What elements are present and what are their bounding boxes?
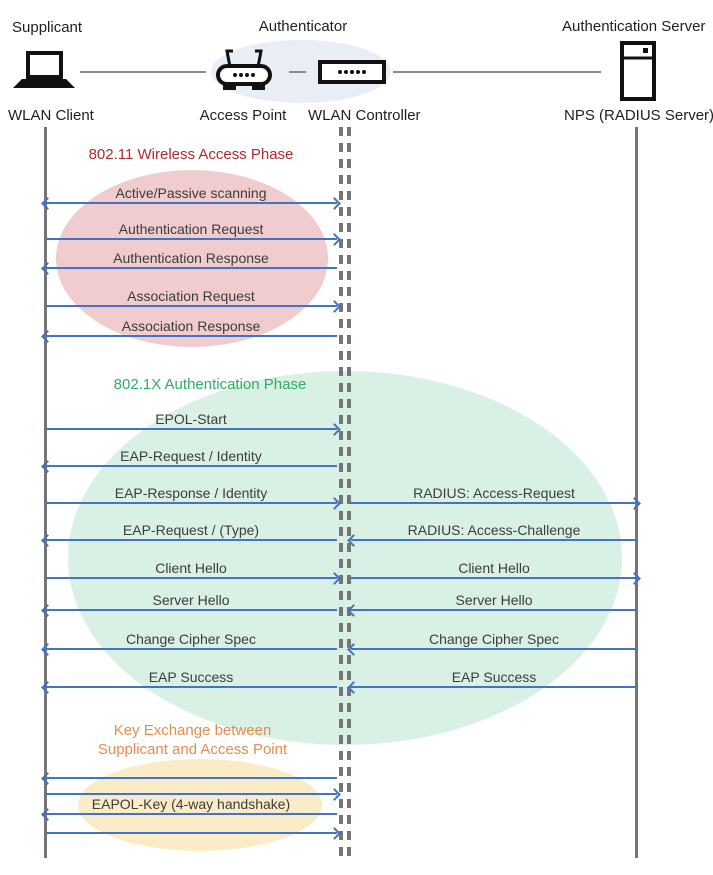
message: EAP-Response / Identity [45, 485, 337, 504]
message-label: Client Hello [458, 560, 530, 576]
message-label: EAP-Request / Identity [120, 448, 262, 464]
message: Server Hello [45, 592, 337, 611]
message-line [351, 577, 637, 579]
message-label: Server Hello [455, 592, 533, 608]
message: Authentication Response [45, 250, 337, 269]
message: RADIUS: Access-Request [351, 485, 637, 504]
wlan-client-label: WLAN Client [8, 107, 94, 124]
message-line [45, 238, 337, 240]
message-label: RADIUS: Access-Challenge [407, 522, 581, 538]
phase-ellipse-key-exchange [78, 759, 322, 851]
wlan-controller-icon [318, 60, 386, 89]
message-label: EPOL-Start [155, 411, 227, 427]
message-line [45, 577, 337, 579]
message-label: Authentication Request [118, 221, 264, 237]
message: Authentication Request [45, 221, 337, 240]
message-label: EAP Success [148, 669, 234, 685]
message: Association Response [45, 318, 337, 337]
message-label: Active/Passive scanning [115, 185, 267, 201]
message-line [351, 609, 637, 611]
message-line [45, 335, 337, 337]
wlan-controller-label: WLAN Controller [308, 107, 421, 124]
message: EAPOL-Key (4-way handshake) [45, 796, 337, 815]
phase-title-key-line2: Supplicant and Access Point [97, 741, 288, 758]
lifeline-controller-dash-1 [339, 127, 343, 858]
message: Server Hello [351, 592, 637, 611]
auth-server-role-label: Authentication Server [562, 18, 706, 35]
message: EAP-Request / Identity [45, 448, 337, 467]
message: RADIUS: Access-Challenge [351, 522, 637, 541]
message-label: Server Hello [152, 592, 230, 608]
phase-title-key-line1: Key Exchange between [113, 722, 272, 739]
message-line [45, 777, 337, 779]
link-ap-controller [289, 71, 306, 73]
message: EAP-Request / (Type) [45, 522, 337, 541]
message-line [45, 813, 337, 815]
nps-server-label: NPS (RADIUS Server) [564, 107, 713, 124]
message-label: RADIUS: Access-Request [413, 485, 575, 501]
phase-title-8021x: 802.1X Authentication Phase [113, 376, 307, 393]
message-line [351, 539, 637, 541]
link-controller-server [393, 71, 601, 73]
phase-title-key-exchange: Key Exchange between Supplicant and Acce… [60, 721, 325, 759]
message-line [45, 502, 337, 504]
message: EAP Success [45, 669, 337, 688]
lifeline-client [44, 127, 47, 858]
message: Client Hello [351, 560, 637, 579]
message-label: EAP-Request / (Type) [122, 522, 260, 538]
lifeline-server [635, 127, 638, 858]
link-client-ap [80, 71, 206, 73]
message-label: Association Request [127, 288, 255, 304]
message-line [45, 202, 337, 204]
message-line [45, 686, 337, 688]
message-label: EAP Success [451, 669, 537, 685]
message-label: Client Hello [155, 560, 227, 576]
server-icon [620, 41, 656, 106]
message [45, 777, 337, 779]
message: Active/Passive scanning [45, 185, 337, 204]
message-line [45, 267, 337, 269]
message: Client Hello [45, 560, 337, 579]
phase-ellipse-8021x [68, 371, 622, 745]
message: EPOL-Start [45, 411, 337, 430]
message-line [45, 465, 337, 467]
message: EAP Success [351, 669, 637, 688]
message-label: EAP-Response / Identity [114, 485, 268, 501]
message: Change Cipher Spec [351, 631, 637, 650]
phase-title-80211: 802.11 Wireless Access Phase [88, 146, 294, 163]
supplicant-role-label: Supplicant [12, 19, 83, 36]
message-line [45, 648, 337, 650]
message-line [45, 609, 337, 611]
message-label: Association Response [121, 318, 261, 334]
message: Association Request [45, 288, 337, 307]
message-line [45, 832, 337, 834]
message-line [351, 502, 637, 504]
authenticator-role-label: Authenticator [258, 18, 348, 35]
message-line [351, 648, 637, 650]
lifeline-controller-dash-2 [347, 127, 351, 858]
message-label: Change Cipher Spec [126, 631, 256, 647]
message-label: EAPOL-Key (4-way handshake) [91, 796, 291, 812]
laptop-icon [12, 50, 76, 97]
message [45, 793, 337, 795]
message [45, 832, 337, 834]
access-point-label: Access Point [199, 107, 287, 124]
message-line [45, 305, 337, 307]
message-label: Authentication Response [113, 250, 269, 266]
message-line [45, 428, 337, 430]
message-line [45, 539, 337, 541]
phase-ellipse-80211 [56, 170, 328, 347]
message-label: Change Cipher Spec [429, 631, 559, 647]
access-point-icon [212, 46, 276, 103]
message: Change Cipher Spec [45, 631, 337, 650]
message-line [45, 793, 337, 795]
message-line [351, 686, 637, 688]
